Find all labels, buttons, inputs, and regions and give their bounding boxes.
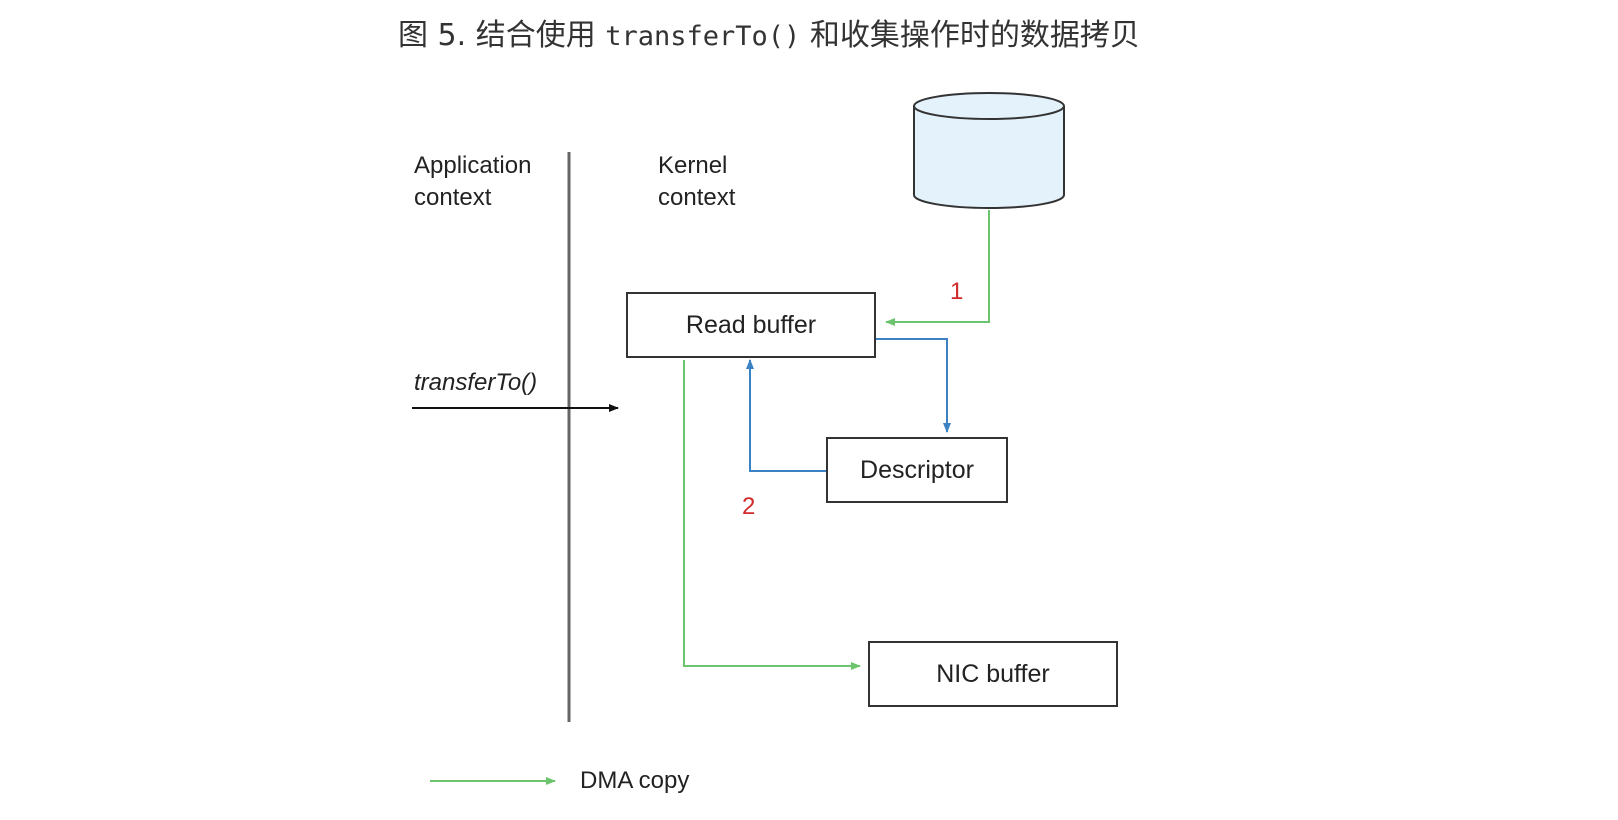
transferto-call-label: transferTo() bbox=[414, 369, 538, 396]
step-2-number: 2 bbox=[742, 493, 756, 520]
figure-caption: 图 5. 结合使用 transferTo() 和收集操作时的数据拷贝 bbox=[398, 12, 1140, 61]
dma-arrow-read-buffer-to-nic bbox=[683, 360, 861, 670]
application-context-label: Application context bbox=[414, 150, 531, 214]
caption-code: transferTo() bbox=[605, 21, 801, 52]
kernel-context-line2: context bbox=[658, 184, 736, 211]
step-1-number: 1 bbox=[950, 278, 964, 305]
application-context-line1: Application bbox=[414, 152, 532, 179]
read-buffer-box: Read buffer bbox=[626, 292, 876, 358]
descriptor-label: Descriptor bbox=[860, 455, 974, 484]
descriptor-append-arrow bbox=[876, 338, 951, 433]
kernel-context-line1: Kernel bbox=[658, 152, 728, 179]
kernel-context-label: Kernel context bbox=[658, 150, 735, 214]
dma-arrow-disk-to-read-buffer bbox=[885, 210, 990, 326]
descriptor-to-read-buffer-arrow bbox=[746, 359, 826, 472]
disk-icon bbox=[913, 92, 1065, 209]
descriptor-box: Descriptor bbox=[826, 437, 1008, 503]
read-buffer-label: Read buffer bbox=[685, 310, 817, 339]
nic-buffer-box: NIC buffer bbox=[868, 641, 1118, 707]
nic-buffer-label: NIC buffer bbox=[936, 659, 1050, 688]
caption-suffix: 和收集操作时的数据拷贝 bbox=[800, 18, 1140, 53]
application-context-line2: context bbox=[414, 184, 492, 211]
legend-dma-label: DMA copy bbox=[580, 767, 690, 794]
caption-prefix: 图 5. 结合使用 bbox=[398, 18, 606, 53]
